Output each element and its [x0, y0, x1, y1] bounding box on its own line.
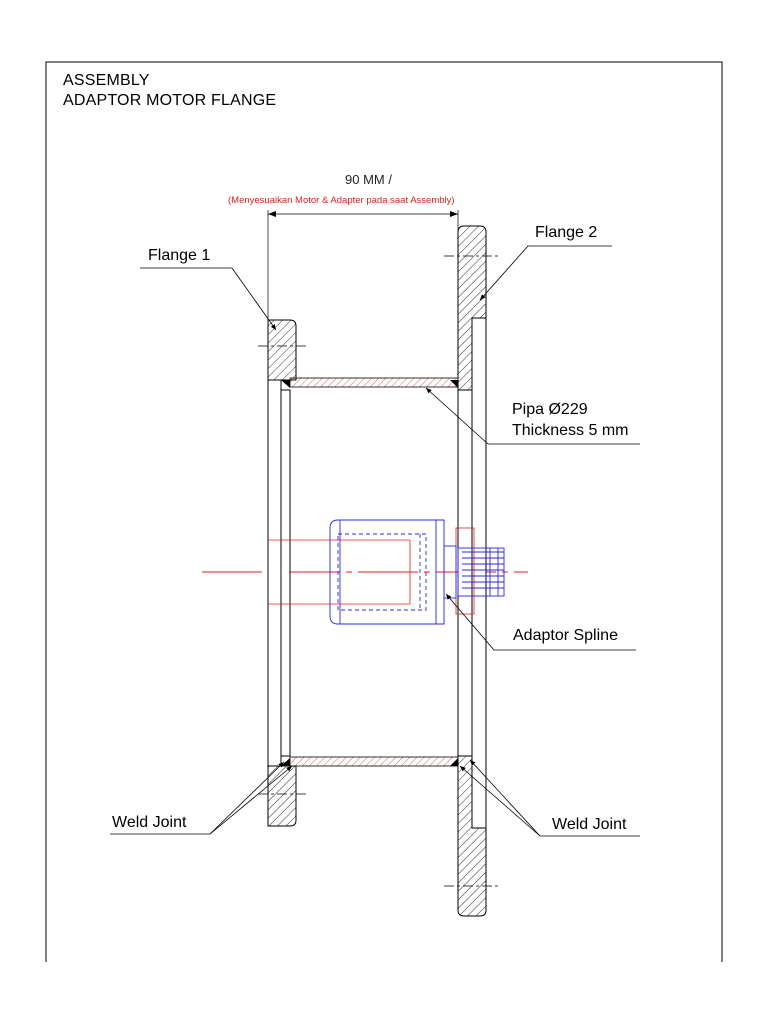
adaptor-spline [329, 519, 505, 625]
label-weld-joint-right: Weld Joint [552, 816, 627, 833]
title-line-2: ADAPTOR MOTOR FLANGE [63, 92, 277, 109]
pipe [281, 377, 459, 767]
dimension-note: (Menyesuaikan Motor & Adapter pada saat … [228, 195, 455, 206]
flange-1 [258, 319, 306, 827]
leader-lines [110, 245, 640, 837]
title-line-1: ASSEMBLY [63, 72, 150, 89]
label-flange-1: Flange 1 [148, 247, 211, 264]
shaft-outline [268, 527, 475, 615]
label-weld-joint-left: Weld Joint [112, 814, 187, 831]
label-pipe-thickness: Thickness 5 mm [512, 422, 629, 439]
sheet-border [45, 61, 723, 962]
flange-2 [444, 225, 498, 917]
dimension-90mm [267, 210, 459, 330]
label-adaptor-spline: Adaptor Spline [513, 627, 618, 644]
label-flange-2: Flange 2 [535, 224, 598, 241]
label-pipe-diameter: Pipa Ø229 [512, 401, 588, 418]
dimension-value: 90 MM / [345, 172, 392, 187]
